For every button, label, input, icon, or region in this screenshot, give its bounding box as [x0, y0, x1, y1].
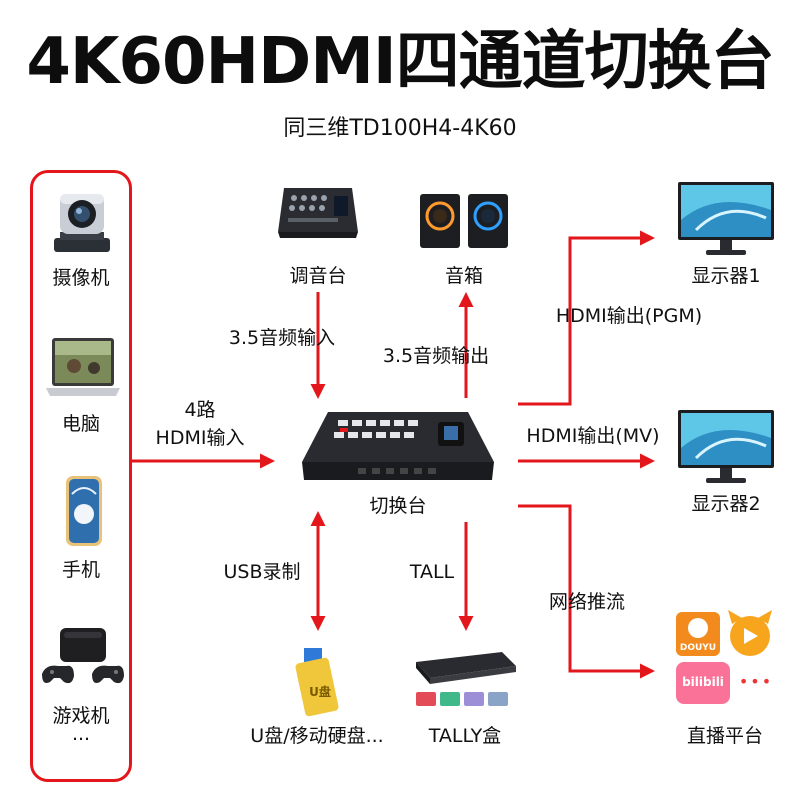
audio-mixer-icon — [278, 188, 358, 238]
hdmi-output-mv-label: HDMI输出(MV) — [526, 425, 660, 447]
speakers-icon — [420, 194, 508, 248]
monitor-2-label: 显示器2 — [691, 493, 761, 515]
audio-input-label: 3.5音频输入 — [228, 327, 336, 349]
svg-text:U盘: U盘 — [309, 684, 331, 699]
tally-box-icon — [416, 652, 516, 706]
ptz-camera-icon — [54, 194, 110, 252]
page-subtitle: 同三维TD100H4-4K60 — [283, 116, 517, 141]
source-computer-label: 电脑 — [61, 413, 100, 435]
tally-box-label: TALLY盒 — [428, 725, 502, 747]
usb-storage-label: U盘/移动硬盘... — [250, 725, 384, 747]
arrow-hdmi-out-pgm — [518, 230, 655, 406]
mixer-label: 调音台 — [289, 265, 347, 287]
laptop-icon — [46, 338, 120, 396]
usb-drive-icon: U盘 — [295, 648, 339, 717]
source-phone-label: 手机 — [61, 559, 100, 581]
video-switcher-icon — [302, 412, 494, 480]
speaker-label: 音箱 — [444, 265, 483, 287]
source-more-label: ... — [71, 723, 91, 745]
sources-group-frame — [30, 170, 132, 782]
smartphone-icon — [66, 476, 102, 546]
monitor-1-label: 显示器1 — [691, 265, 761, 287]
audio-output-label: 3.5音频输出 — [382, 345, 490, 367]
hdmi-input-label: HDMI输入 — [155, 427, 245, 449]
douyu-logo: DOUYU — [676, 612, 720, 656]
switcher-label: 切换台 — [369, 495, 427, 517]
huya-logo-icon — [728, 610, 772, 656]
source-camera-label: 摄像机 — [52, 267, 110, 289]
more-platforms-dots: ••• — [738, 672, 774, 691]
hdmi-input-count-label: 4路 — [184, 399, 216, 421]
hdmi-output-pgm-label: HDMI输出(PGM) — [555, 305, 703, 327]
page-title: 4K60HDMI四通道切换台 — [26, 25, 774, 99]
game-console-icon — [42, 628, 124, 684]
usb-record-label: USB录制 — [223, 561, 301, 583]
monitor-2-icon — [678, 410, 774, 483]
arrow-stream — [518, 504, 655, 679]
live-platform-label: 直播平台 — [686, 725, 763, 747]
source-console-label: 游戏机 — [52, 705, 110, 727]
stream-label: 网络推流 — [548, 591, 625, 613]
tally-link-label: TALL — [409, 561, 455, 583]
bilibili-logo: bilibili — [676, 662, 730, 704]
monitor-1-icon — [678, 182, 774, 255]
